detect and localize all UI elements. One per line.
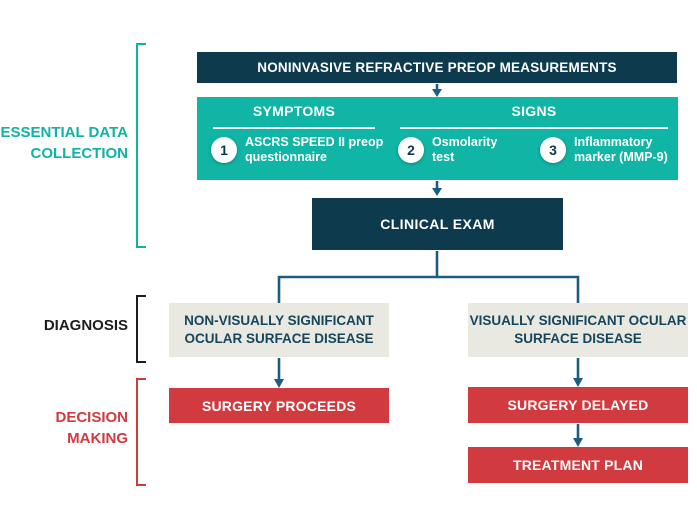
collection-item-osmolarity-test: 2 Osmolarity test	[398, 135, 510, 165]
node-surgery-delayed: SURGERY DELAYED	[468, 387, 688, 423]
collection-item-label: Osmolarity test	[432, 135, 498, 164]
step-number-badge: 3	[540, 136, 566, 163]
node-treatment-plan: TREATMENT PLAN	[468, 447, 688, 483]
step-number-badge: 1	[211, 136, 237, 163]
step-number-badge: 2	[398, 136, 424, 163]
node-non-visually-significant-osd: NON-VISUALLY SIGNIFICANT OCULAR SURFACE …	[169, 303, 389, 357]
node-visually-significant-osd: VISUALLY SIGNIFICANT OCULAR SURFACE DISE…	[468, 303, 688, 357]
node-surgery-proceeds: SURGERY PROCEEDS	[169, 388, 389, 423]
bracket-decision-making	[136, 378, 146, 486]
group-label-essential-data-collection: ESSENTIAL DATA COLLECTION	[0, 124, 128, 162]
bracket-essential-data-collection	[136, 43, 146, 248]
symptoms-header: SYMPTOMS	[252, 103, 336, 119]
signs-underline	[400, 127, 668, 129]
collection-item-inflammatory-marker: 3 Inflammatory marker (MMP-9)	[540, 135, 686, 165]
node-noninvasive-preop-measurements: NONINVASIVE REFRACTIVE PREOP MEASUREMENT…	[197, 52, 677, 83]
bracket-diagnosis	[136, 295, 146, 363]
collection-item-label: Inflammatory marker (MMP-9)	[574, 135, 668, 164]
symptoms-underline	[213, 127, 375, 129]
collection-item-label: ASCRS SPEED II preop questionnaire	[245, 135, 384, 164]
panel-symptoms-signs: SYMPTOMS SIGNS 1 ASCRS SPEED II preop qu…	[197, 97, 678, 180]
node-clinical-exam: CLINICAL EXAM	[312, 198, 563, 250]
group-label-decision-making: DECISION MAKING	[55, 409, 128, 447]
signs-header: SIGNS	[511, 103, 557, 119]
collection-item-speed-questionnaire: 1 ASCRS SPEED II preop questionnaire	[211, 135, 397, 165]
group-label-diagnosis: DIAGNOSIS	[43, 317, 128, 334]
